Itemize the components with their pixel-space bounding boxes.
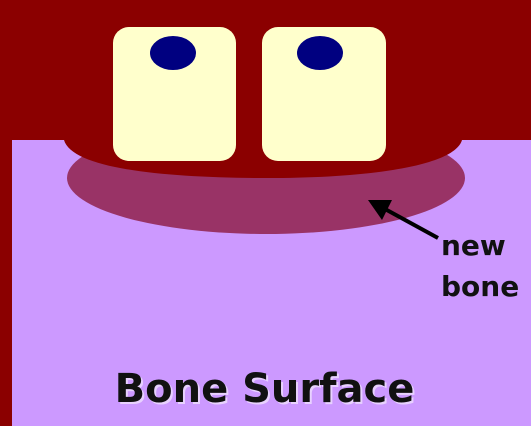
bone-surface-label: Bone Surface bbox=[0, 366, 531, 412]
new-bone-label-line1: new bbox=[441, 230, 506, 262]
nucleus-right bbox=[297, 36, 343, 70]
nucleus-left bbox=[150, 36, 196, 70]
bone-surface-text: Bone Surface bbox=[115, 366, 415, 412]
new-bone-label-line2: bone bbox=[441, 271, 519, 303]
